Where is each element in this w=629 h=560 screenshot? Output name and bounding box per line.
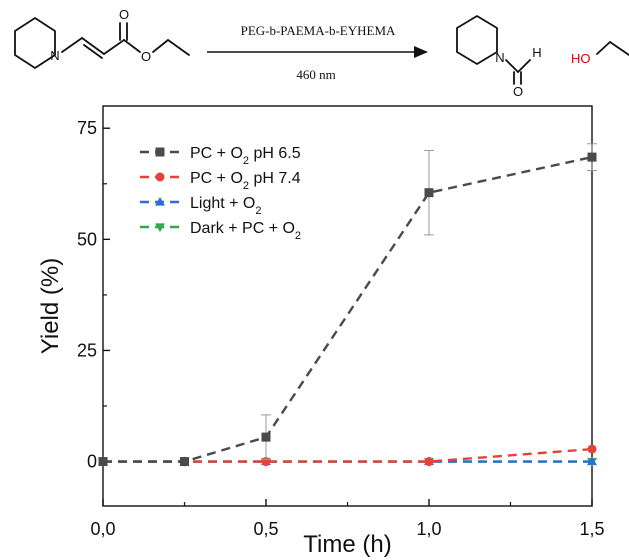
product-bond: [505, 59, 519, 73]
reactant-nitrogen-atom: N: [50, 48, 59, 63]
legend-entry: PC + O2 pH 7.4: [140, 170, 301, 192]
byproduct-structure: HO: [571, 41, 629, 66]
x-tick-label: 0,0: [90, 519, 115, 539]
reactant-bond: [103, 39, 125, 55]
reactant-carbonyl-oxygen: O: [119, 7, 129, 22]
legend-entry: Light + O2: [140, 195, 262, 217]
legend-entry: Dark + PC + O2: [140, 220, 301, 242]
y-tick-label: 75: [77, 118, 97, 138]
data-point: [424, 188, 434, 198]
x-tick-label: 0,5: [253, 519, 278, 539]
product-hydrogen-atom: H: [532, 45, 541, 60]
catalyst-label: PEG-b-PAEMA-b-EYHEMA: [241, 23, 396, 38]
reactant-double-bond-b: [83, 44, 103, 59]
reactant-bond: [123, 39, 141, 53]
reaction-arrow-group: PEG-b-PAEMA-b-EYHEMA 460 nm: [207, 23, 428, 82]
legend-label: Dark + PC + O2: [190, 220, 301, 242]
data-point: [180, 457, 189, 467]
legend-marker: [155, 196, 165, 206]
data-point: [261, 432, 271, 442]
wavelength-label: 460 nm: [296, 67, 335, 82]
byproduct-bond: [609, 41, 629, 56]
reactant-bond: [167, 39, 190, 56]
y-tick-label: 0: [87, 452, 97, 472]
reactant-piperidine-ring: [14, 17, 56, 69]
data-point: [587, 152, 597, 162]
legend-marker: [155, 223, 165, 233]
legend-label: Light + O2: [190, 195, 262, 217]
data-point: [587, 444, 597, 454]
y-axis-ticks: 0 25 50 75: [77, 118, 110, 472]
product-piperidine-ring: [456, 15, 498, 65]
data-point: [424, 457, 434, 467]
legend-label: PC + O2 pH 6.5: [190, 145, 301, 167]
product-oxygen-atom: O: [513, 84, 523, 99]
y-tick-label: 25: [77, 340, 97, 360]
x-tick-label: 1,0: [416, 519, 441, 539]
reactant-bond: [61, 37, 83, 53]
byproduct-bond: [596, 41, 611, 55]
series-circle: [98, 444, 597, 467]
reactant-structure: N O O: [14, 7, 190, 69]
x-axis-label: Time (h): [303, 531, 391, 558]
legend-entry: PC + O2 pH 6.5: [140, 145, 301, 167]
legend-marker: [155, 172, 165, 182]
series-line: [103, 447, 593, 463]
y-tick-label: 50: [77, 229, 97, 249]
reactant-double-bond-a: [81, 37, 105, 55]
legend-label: PC + O2 pH 7.4: [190, 170, 301, 192]
x-axis-ticks: 0,0 0,5 1,0 1,5: [90, 499, 605, 539]
product-nitrogen-atom: N: [495, 50, 504, 65]
x-tick-label: 1,5: [579, 519, 604, 539]
byproduct-hydroxyl: HO: [571, 51, 591, 66]
data-point: [587, 456, 597, 466]
legend-marker: [155, 147, 165, 157]
reactant-bond: [152, 39, 169, 53]
reactant-ester-oxygen: O: [141, 49, 151, 64]
product-structure: N H O: [456, 15, 542, 99]
data-point: [98, 457, 108, 467]
reaction-arrow-head: [414, 46, 428, 58]
reaction-scheme: N O O PEG-b-PAEMA-b-EYHEMA 460 nm N: [14, 7, 629, 99]
series-layer: [98, 143, 597, 467]
plot-frame: [102, 105, 593, 507]
y-axis-label: Yield (%): [37, 258, 64, 354]
series-square: [98, 143, 597, 467]
product-bond: [517, 59, 531, 73]
